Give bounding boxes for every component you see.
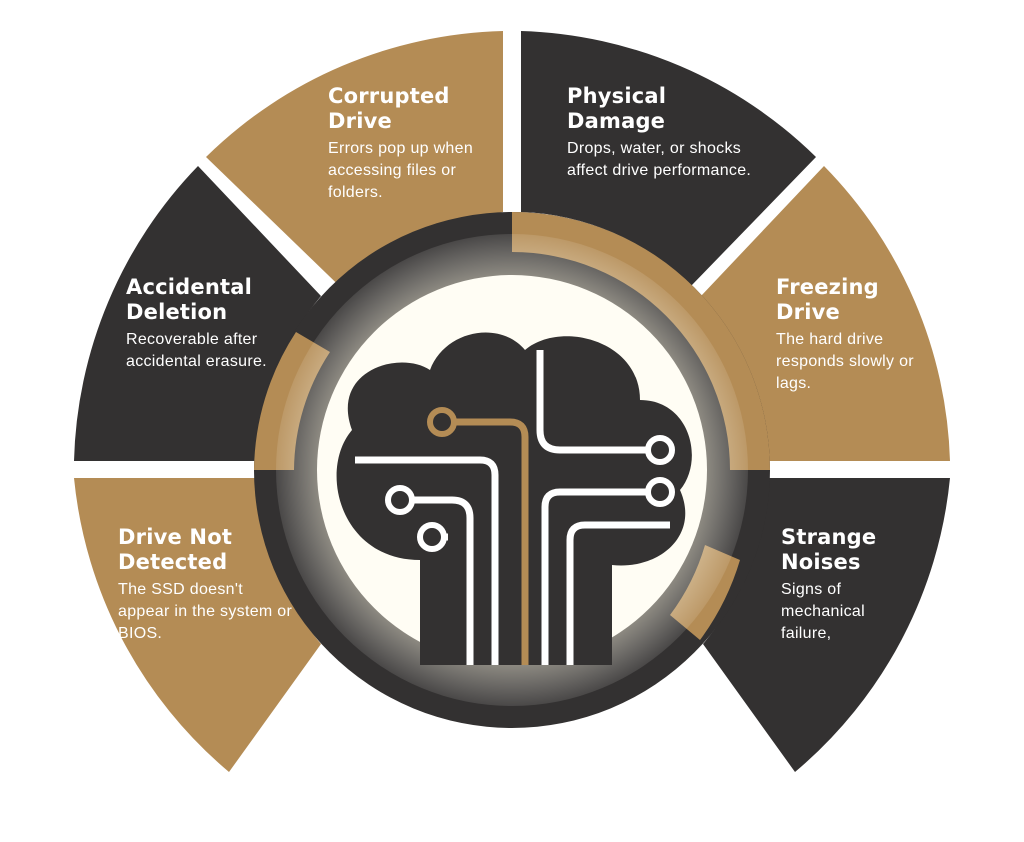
segment-description: Drops, water, or shocks affect drive per…	[567, 140, 752, 179]
segment-description: Errors pop up when accessing files or fo…	[328, 140, 474, 201]
segment-label-corrupted-drive: Corrupted Drive Errors pop up when acces…	[328, 84, 488, 204]
segment-description: Recoverable after accidental erasure.	[126, 331, 267, 370]
segment-drive-not-detected	[74, 478, 321, 772]
segment-title: Strange Noises	[781, 525, 877, 574]
segment-description: The SSD doesn't appear in the system or …	[118, 581, 293, 642]
cloud-circuit-icon	[336, 332, 692, 665]
segment-label-freezing-drive: Freezing Drive The hard drive responds s…	[776, 275, 936, 395]
segment-description: Signs of mechanical failure,	[781, 581, 865, 642]
segment-title: Corrupted Drive	[328, 84, 450, 133]
segment-title: Drive Not Detected	[118, 525, 233, 574]
segment-label-strange-noises: Strange Noises Signs of mechanical failu…	[781, 525, 911, 645]
segment-strange-noises	[703, 478, 950, 772]
segment-label-drive-not-detected: Drive Not Detected The SSD doesn't appea…	[118, 525, 298, 645]
segment-title: Accidental Deletion	[126, 275, 252, 324]
segment-accidental-deletion	[74, 166, 321, 461]
segment-description: The hard drive responds slowly or lags.	[776, 331, 914, 392]
segment-physical-damage	[521, 31, 816, 286]
segment-label-physical-damage: Physical Damage Drops, water, or shocks …	[567, 84, 752, 182]
segment-title: Physical Damage	[567, 84, 667, 133]
segment-freezing-drive	[701, 166, 950, 461]
segment-title: Freezing Drive	[776, 275, 879, 324]
segment-label-accidental-deletion: Accidental Deletion Recoverable after ac…	[126, 275, 296, 373]
